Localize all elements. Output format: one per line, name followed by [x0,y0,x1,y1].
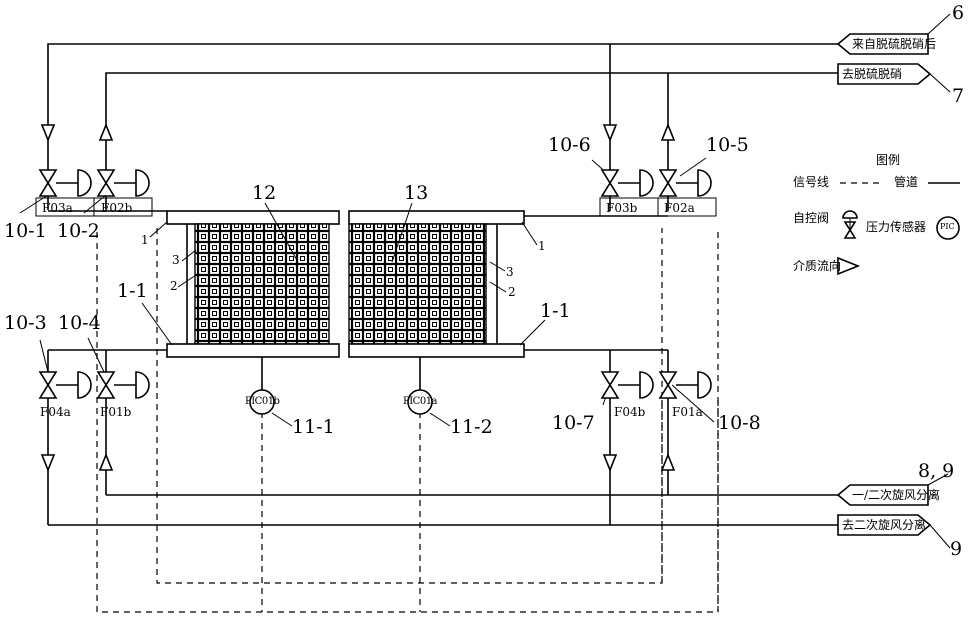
valve-tag-F01b: F01b [100,406,131,418]
label-10-4: 10-4 [58,314,101,333]
label-11-2: 11-2 [450,418,493,437]
label-2-right: 2 [508,286,516,298]
reactor-left [167,211,339,357]
label-2-left: 2 [170,280,178,292]
valve-F04b [602,372,653,398]
legend-pressure-sensor: 压力传感器 [866,221,926,233]
label-11-1: 11-1 [292,418,335,437]
label-1-1-left: 1-1 [117,282,148,301]
valve-F01a [660,372,711,398]
label-10-3: 10-3 [4,314,47,333]
label-10-7: 10-7 [552,414,595,433]
label-12: 12 [252,184,276,203]
label-10-6: 10-6 [548,136,591,155]
stream-out-bottom: 去二次旋风分离 [842,519,926,531]
label-7: 7 [952,87,964,106]
legend-flow-direction: 介质流向 [793,260,841,272]
label-1-left: 1 [141,234,149,246]
label-3-right: 3 [506,266,514,278]
valve-tag-F02b: F02b [101,202,132,214]
legend-sensor-tag: PIC [940,223,955,231]
legend-title: 图例 [876,154,900,166]
label-6: 6 [952,4,964,23]
valve-F04a [40,372,91,398]
valve-F02b [98,170,149,196]
valve-F03a [40,170,91,196]
valve-F02a [660,170,711,196]
label-9: 9 [950,540,962,559]
label-3-left: 3 [172,254,180,266]
valve-F01b [98,372,149,398]
stream-out-top: 去脱硫脱硝 [842,68,902,80]
label-1-right: 1 [538,240,546,252]
valve-tag-F04a: F04a [40,406,71,418]
label-1-1-right: 1-1 [540,302,571,321]
valve-tag-F03b: F03b [606,202,637,214]
valve-tag-F03a: F03a [42,202,73,214]
legend-signal-line: 信号线 [793,176,829,188]
sensor-tag-left: PIC01b [245,397,279,407]
label-10-5: 10-5 [706,136,749,155]
stream-in-top: 来自脱硫脱硝后 [852,38,936,50]
label-8-9: 8, 9 [918,462,954,481]
sensor-tag-right: PIC01a [403,397,437,407]
reactor-right [349,211,524,357]
stream-in-bottom: 一/二次旋风分离 [852,489,940,501]
label-10-2: 10-2 [57,222,100,241]
valve-F03b [602,170,653,196]
label-10-1: 10-1 [4,222,47,241]
valve-tag-F02a: F02a [664,202,695,214]
legend-control-valve: 自控阀 [793,212,829,224]
legend-pipe: 管道 [894,176,918,188]
valve-tag-F04b: F04b [614,406,645,418]
valve-tag-F01a: F01a [672,406,703,418]
label-10-8: 10-8 [718,414,761,433]
label-13: 13 [404,184,428,203]
